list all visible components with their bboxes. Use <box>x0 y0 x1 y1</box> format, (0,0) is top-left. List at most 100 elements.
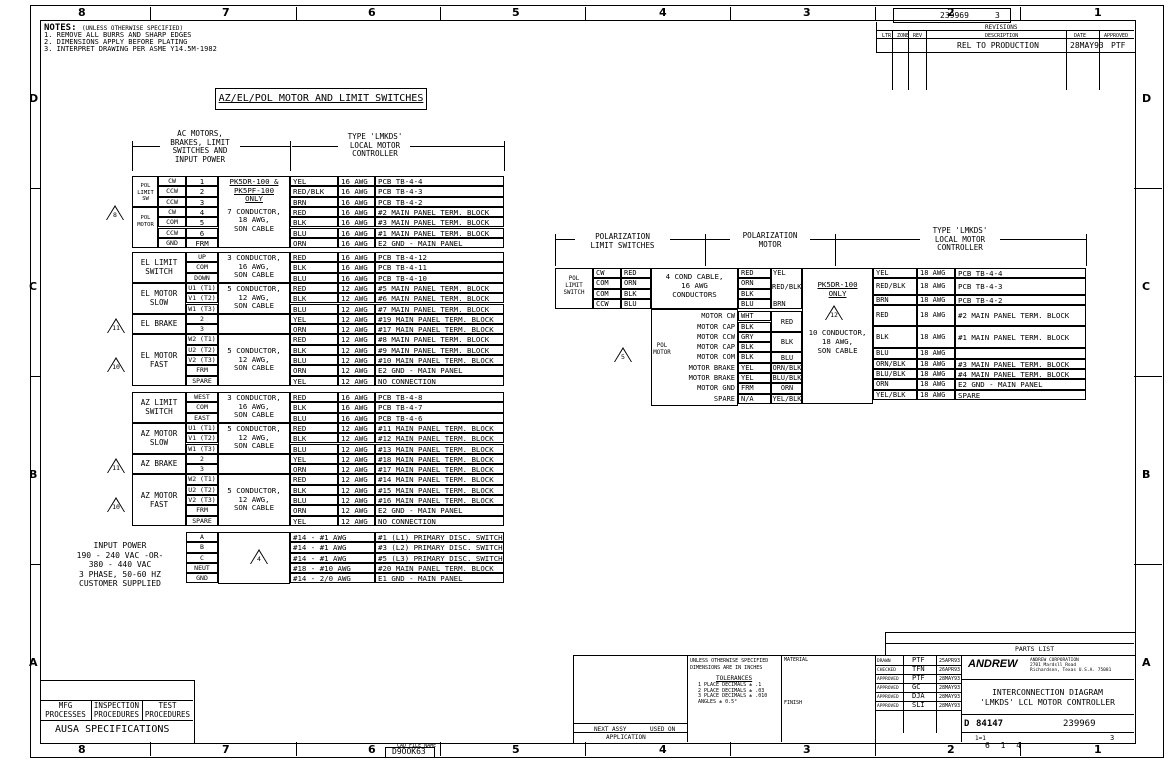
ctrl-wire-gauge: 18 AWG <box>917 368 955 380</box>
power-destination: E1 GND - MAIN PANEL <box>375 573 504 584</box>
zone-label-right: D <box>1142 92 1152 105</box>
power-terminal: NEUT <box>186 562 218 574</box>
wire-color: BLK <box>290 484 338 495</box>
power-destination: #3 (L2) PRIMARY DISC. SWITCH <box>375 542 504 553</box>
dim-line <box>292 146 338 147</box>
motor-wire-color: BLK <box>738 352 771 363</box>
zone-tick <box>875 742 876 756</box>
el-motor-fast-line: EL MOTOR <box>140 351 178 361</box>
wire-color: BLU <box>290 355 338 366</box>
terminal: U2 (T2) <box>186 344 218 355</box>
el-limit-switch-box <box>132 252 186 283</box>
flag-4-icon <box>250 549 268 564</box>
sig-div <box>875 710 961 711</box>
terminal: FRM <box>186 505 218 516</box>
wire-gauge: 12 AWG <box>338 484 375 495</box>
wire-destination: PCB TB-4-2 <box>375 196 504 207</box>
ctrl-wire-gauge: 18 AWG <box>917 348 955 359</box>
cable-label-line: 12 AWG, <box>238 432 270 442</box>
dim-line <box>810 239 835 240</box>
power-wire: #14 - #1 AWG <box>290 542 375 553</box>
wire-destination: NO CONNECTION <box>375 515 504 526</box>
ctrl-wire-color: RED <box>873 305 917 326</box>
power-terminal: C <box>186 552 218 563</box>
terminal: SPARE <box>186 375 218 386</box>
wire-color: ORN <box>290 505 338 516</box>
hdr-line: AC MOTORS, <box>177 129 223 138</box>
motor-wire-color: FRM <box>738 383 771 394</box>
cable-label: 5 CONDUCTOR,12 AWG,SON CABLE <box>218 487 290 513</box>
cable-label-line: 12 AWG, <box>238 354 270 364</box>
specs-div <box>40 720 193 721</box>
flag-11-icon <box>107 318 125 333</box>
pol-ctrl-header-line: CONTROLLER <box>937 243 983 252</box>
flag-4-icon-number: 4 <box>257 555 261 563</box>
dim-tick <box>555 234 556 266</box>
motor-ctrl-color: ORN/BLK <box>772 363 802 372</box>
motor-wire-color: YEL <box>738 373 771 384</box>
sig-div <box>875 701 961 702</box>
zone-tick <box>1134 188 1162 189</box>
zone-label-left: D <box>29 92 39 105</box>
tb-div <box>961 732 1134 733</box>
dim-line <box>410 146 504 147</box>
pol-terminal: CCW <box>158 196 186 207</box>
terminal: 3 <box>186 464 218 475</box>
terminal: W1 (T3) <box>186 303 218 314</box>
wire-gauge: 16 AWG <box>338 392 375 403</box>
cable-label-line: 16 AWG, <box>238 261 270 271</box>
zone-label-top: 2 <box>947 6 955 19</box>
rev-hdr-date: DATE <box>1074 33 1087 39</box>
terminal: U2 (T2) <box>186 484 218 495</box>
wire-color: BLU <box>290 412 338 423</box>
left-header-ctrl: TYPE 'LMKDS' LOCAL MOTOR CONTROLLER <box>340 132 410 159</box>
az-motor-fast-line: AZ MOTOR <box>140 491 178 501</box>
power-terminal: GND <box>186 573 218 584</box>
terminal: WEST <box>186 392 218 403</box>
pol-terminal: COM <box>158 217 186 228</box>
wire-color: YEL <box>290 176 338 187</box>
dim-line <box>555 239 575 240</box>
terminal: V2 (T3) <box>186 355 218 366</box>
flag-5-icon <box>614 347 632 362</box>
wire-gauge: 12 AWG <box>338 334 375 345</box>
notes-title: NOTES: <box>44 23 77 33</box>
flag-12-icon-number: 12 <box>830 311 838 319</box>
wire-destination: #2 MAIN PANEL TERM. BLOCK <box>375 206 504 218</box>
tb-size: D <box>964 719 970 729</box>
switch-terminal: COM <box>593 288 621 299</box>
cable-label: 3 CONDUCTOR,16 AWG,SON CABLE <box>218 394 290 420</box>
pol-cable-label-line: 18 AWG, <box>821 337 854 346</box>
wire-color: RED <box>290 422 338 434</box>
wire-gauge: 16 AWG <box>338 402 375 413</box>
pl-div <box>885 643 1134 644</box>
cable-label-line: SON CABLE <box>233 503 275 513</box>
el-motor-slow-line: SLOW <box>149 298 169 308</box>
title-block <box>573 655 1135 743</box>
wire-gauge: 12 AWG <box>338 474 375 485</box>
switch-wire-color: BLU <box>621 298 651 310</box>
cad-file: D9OOK63 <box>392 747 426 756</box>
tb-tol: 1 PLACE DECIMALS ± .1 2 PLACE DECIMALS ±… <box>698 682 767 705</box>
switch-terminal: CW <box>593 268 621 279</box>
left-header-ac: AC MOTORS, BRAKES, LIMIT SWITCHES AND IN… <box>160 129 240 164</box>
ctrl-wire-gauge: 18 AWG <box>917 294 955 306</box>
wire-destination: #3 MAIN PANEL TERM. BLOCK <box>375 217 504 228</box>
hdr-line: LOCAL MOTOR <box>349 140 401 150</box>
rev-col <box>1099 30 1100 90</box>
wire-gauge: 12 AWG <box>338 422 375 434</box>
rev-hdr-rev: REV <box>913 33 923 39</box>
cable-color: ORN <box>738 278 771 289</box>
tb-dwg: 239969 <box>1063 719 1096 729</box>
terminal: 2 <box>186 453 218 465</box>
pol-terminal: CCW <box>158 227 186 238</box>
el-motor-fast-box <box>132 334 186 386</box>
zone-tick <box>150 742 151 756</box>
zone-label-bottom: 6 <box>368 743 376 756</box>
cable-color: BLU <box>738 298 771 310</box>
wire-gauge: 12 AWG <box>338 355 375 366</box>
pol-motor-box <box>132 206 158 249</box>
